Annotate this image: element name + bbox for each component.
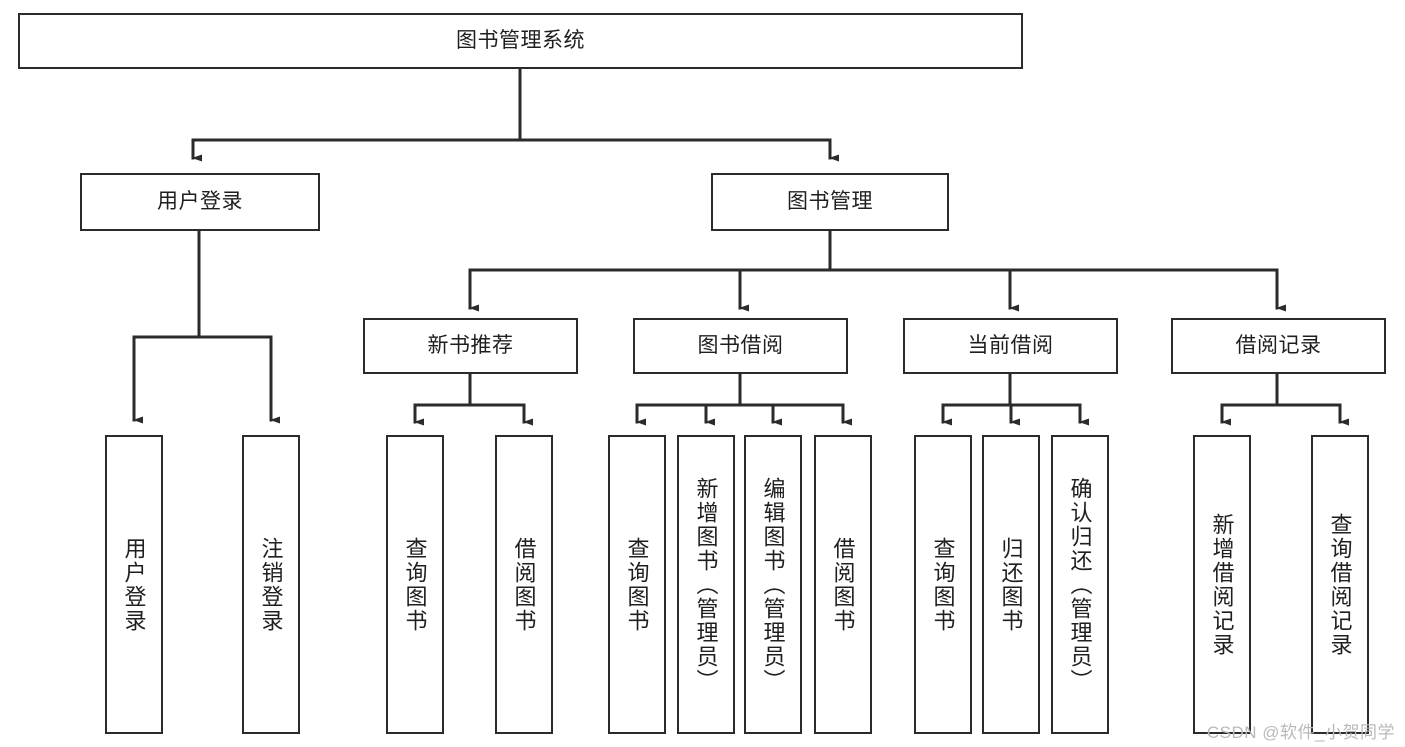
- node-user-login[interactable]: 用户登录: [80, 173, 320, 231]
- node-leaf-return-book[interactable]: 归还图书: [982, 435, 1040, 734]
- node-root-label: 图书管理系统: [456, 29, 585, 53]
- node-borrow-record[interactable]: 借阅记录: [1171, 318, 1386, 374]
- node-leaf-logout-login-label: 注销登录: [258, 536, 284, 633]
- node-leaf-add-book[interactable]: 新增图书（管理员）: [677, 435, 735, 734]
- node-leaf-user-login[interactable]: 用户登录: [105, 435, 163, 734]
- node-leaf-query-book-1[interactable]: 查询图书: [386, 435, 444, 734]
- node-leaf-query-book-3-label: 查询图书: [930, 536, 956, 633]
- node-borrow-record-label: 借阅记录: [1235, 334, 1322, 358]
- node-root[interactable]: 图书管理系统: [18, 13, 1023, 69]
- node-leaf-query-book-2[interactable]: 查询图书: [608, 435, 666, 734]
- node-leaf-query-record[interactable]: 查询借阅记录: [1311, 435, 1369, 734]
- node-book-manage[interactable]: 图书管理: [711, 173, 949, 231]
- node-leaf-edit-book-label: 编辑图书（管理员）: [760, 476, 786, 693]
- node-leaf-query-record-label: 查询借阅记录: [1327, 512, 1353, 657]
- node-leaf-add-record-label: 新增借阅记录: [1209, 512, 1235, 657]
- node-leaf-query-book-2-label: 查询图书: [624, 536, 650, 633]
- node-leaf-borrow-book-2[interactable]: 借阅图书: [814, 435, 872, 734]
- node-new-book-recommend-label: 新书推荐: [427, 334, 514, 358]
- node-leaf-confirm-return[interactable]: 确认归还（管理员）: [1051, 435, 1109, 734]
- node-new-book-recommend[interactable]: 新书推荐: [363, 318, 578, 374]
- node-user-login-label: 用户登录: [157, 190, 243, 214]
- node-book-borrow-label: 图书借阅: [697, 334, 784, 358]
- node-leaf-confirm-return-label: 确认归还（管理员）: [1067, 476, 1093, 693]
- node-leaf-logout-login[interactable]: 注销登录: [242, 435, 300, 734]
- node-current-borrow[interactable]: 当前借阅: [903, 318, 1118, 374]
- node-leaf-add-record[interactable]: 新增借阅记录: [1193, 435, 1251, 734]
- node-leaf-edit-book[interactable]: 编辑图书（管理员）: [744, 435, 802, 734]
- node-leaf-return-book-label: 归还图书: [998, 536, 1024, 633]
- node-leaf-borrow-book-2-label: 借阅图书: [830, 536, 856, 633]
- node-leaf-borrow-book-1-label: 借阅图书: [511, 536, 537, 633]
- node-leaf-borrow-book-1[interactable]: 借阅图书: [495, 435, 553, 734]
- node-leaf-query-book-3[interactable]: 查询图书: [914, 435, 972, 734]
- node-leaf-query-book-1-label: 查询图书: [402, 536, 428, 633]
- node-book-manage-label: 图书管理: [787, 190, 873, 214]
- node-leaf-user-login-label: 用户登录: [121, 536, 147, 633]
- node-leaf-add-book-label: 新增图书（管理员）: [693, 476, 719, 693]
- node-current-borrow-label: 当前借阅: [967, 334, 1054, 358]
- node-book-borrow[interactable]: 图书借阅: [633, 318, 848, 374]
